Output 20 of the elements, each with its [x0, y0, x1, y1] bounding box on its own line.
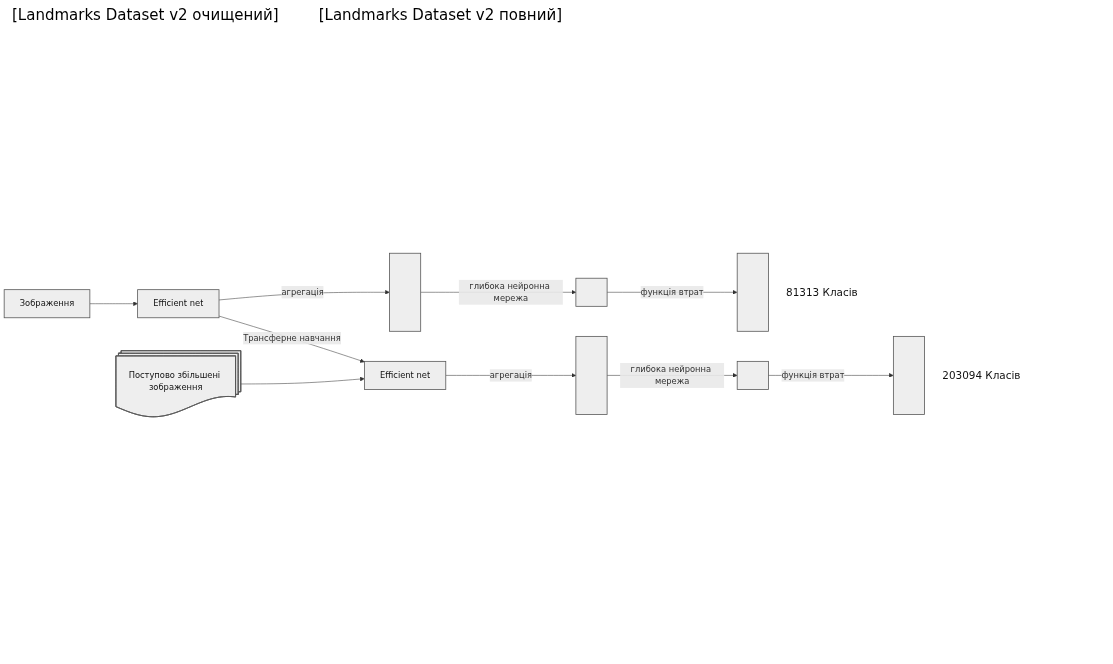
node-box: Efficient net: [137, 289, 220, 319]
dataset-label: [Landmarks Dataset v2 повний]: [318, 6, 563, 24]
node-bar: [389, 252, 422, 332]
edge-label: глибока нейронна мережа: [630, 363, 712, 387]
edge-label: агрегація: [281, 287, 324, 297]
node-label: 203094 Класів: [942, 369, 1021, 382]
node-bar: [736, 252, 769, 332]
node-bar: [575, 336, 608, 415]
node-box: [575, 277, 608, 307]
edge-label: функція втрат: [781, 370, 845, 381]
node-box: [736, 360, 769, 390]
edge-label: агрегація: [489, 370, 533, 381]
node-box: Efficient net: [364, 360, 447, 390]
edge-label: функція втрат: [640, 287, 704, 297]
node-label: 81313 Класів: [786, 286, 858, 299]
node-box: Зображення: [3, 289, 91, 319]
edge-label: глибока нейронна мережа: [469, 280, 550, 304]
node-bar: [893, 336, 925, 415]
edge-label: Трансферне навчання: [243, 333, 341, 343]
dataset-label: [Landmarks Dataset v2 очищений]: [12, 6, 279, 24]
